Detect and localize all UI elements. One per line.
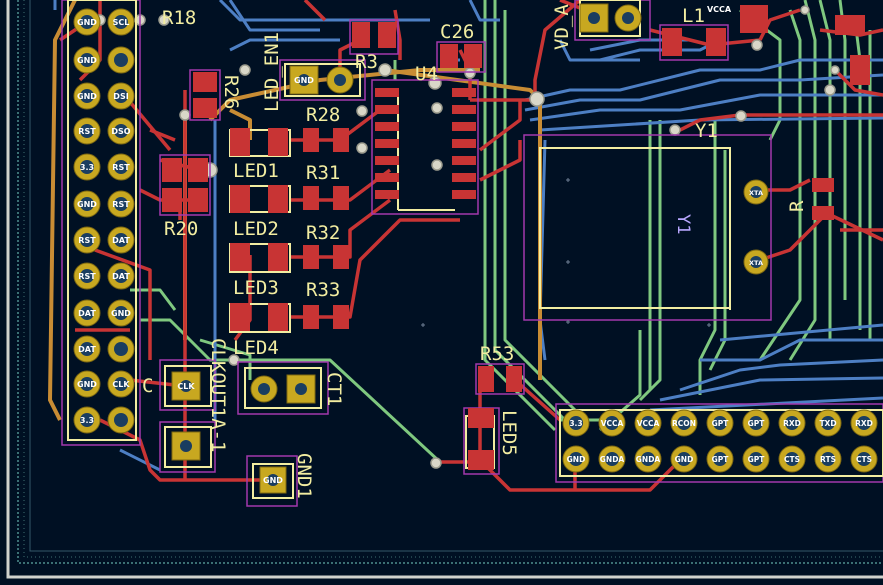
fab-y1: Y1	[673, 214, 693, 234]
courtyards	[61, 0, 883, 507]
fab-labels: Y1	[673, 214, 693, 234]
pin-label: GPT	[712, 455, 730, 464]
pin-label: TXD	[819, 419, 836, 428]
ref-led2: LED2	[233, 218, 279, 240]
ref-vd-a: VD_A	[551, 4, 573, 50]
pin-label: CTS	[856, 455, 872, 464]
ref-u4: U4	[415, 63, 438, 85]
ref-c26: C26	[440, 21, 474, 43]
pin-label: GND	[675, 455, 694, 464]
ref-r33: R33	[306, 279, 340, 301]
pin-label: RST	[78, 236, 96, 245]
pin-label: GND	[111, 309, 131, 318]
pad-labels-misc: GND CLK GND VCCA XTA XTA	[177, 5, 763, 485]
reference-designators: R18 R26 LED_EN1 C26 U4 R3 VD_A L1 R28 LE…	[142, 4, 808, 499]
grid-markers	[421, 178, 711, 327]
ref-led3: LED3	[233, 277, 279, 299]
tht-pad-holes-misc	[180, 12, 762, 486]
ref-led-en1: LED_EN1	[261, 32, 283, 112]
ref-r53: R53	[480, 343, 514, 365]
ref-r3: R3	[355, 51, 378, 73]
pin-label: DSO	[111, 127, 130, 136]
pin-label: GND	[263, 476, 283, 485]
pin-label: GPT	[748, 419, 766, 428]
pin-label: GND	[77, 18, 97, 27]
ref-l1: L1	[682, 5, 705, 27]
pin-label: XTA	[749, 189, 763, 197]
pin-label: GND	[77, 56, 97, 65]
pin-label: VCCA	[637, 419, 660, 428]
ref-r32: R32	[306, 222, 340, 244]
pin-label: GNDA	[636, 455, 661, 464]
pin-label: RCON	[672, 419, 696, 428]
pin-label: SCL	[113, 18, 130, 27]
pin-label: GNDA	[600, 455, 625, 464]
pin-label: CLK	[112, 380, 130, 389]
pad-labels-bottom: 3.3 VCCA VCCA RCON GPT GPT RXD TXD RXD G…	[567, 419, 873, 464]
pin-label: RST	[112, 200, 130, 209]
ref-led1: LED1	[233, 160, 279, 182]
pin-label: VCCA	[707, 5, 732, 14]
pin-label: CTS	[784, 455, 800, 464]
pin-label: GND	[77, 200, 97, 209]
pin-label: GND	[294, 76, 314, 85]
ref-led4: LED4	[233, 337, 279, 359]
pin-label: RXD	[855, 419, 873, 428]
ref-gnd1: GND1	[293, 453, 315, 499]
ref-r31: R31	[306, 162, 340, 184]
pin-label: RXD	[783, 419, 801, 428]
pin-label: GND	[77, 92, 97, 101]
ref-led5: LED5	[498, 410, 520, 456]
silkscreen-outlines	[67, 0, 883, 499]
ref-r26: R26	[220, 75, 242, 109]
tht-pad-holes-bottom	[569, 416, 871, 466]
pin-label: VCCA	[601, 419, 624, 428]
ref-y1: Y1	[695, 120, 718, 142]
pin-label: RST	[78, 127, 96, 136]
smd-pads	[162, 5, 870, 470]
pin-label: DAT	[78, 345, 96, 354]
pin-label: GND	[77, 380, 97, 389]
pin-label: DAT	[112, 236, 130, 245]
pin-label: RTS	[820, 455, 836, 464]
pin-label: 3.3	[80, 163, 94, 172]
pin-label: RST	[78, 272, 96, 281]
ref-clkout1a-1: CLKOUT1A-1	[207, 338, 229, 452]
tht-pads-bottom	[562, 409, 878, 473]
pin-label: GND	[567, 455, 586, 464]
pin-label: DAT	[112, 272, 130, 281]
pin-label: 3.3	[569, 419, 582, 428]
pad-labels-left: GND GND GND RST 3.3 GND RST RST DAT DAT …	[77, 18, 131, 425]
ref-c-left: C	[142, 375, 153, 397]
ref-r-right: R	[786, 200, 808, 212]
ref-r28: R28	[306, 104, 340, 126]
ref-ct1: CT1	[323, 372, 345, 406]
ref-r18: R18	[162, 7, 196, 29]
pin-label: GPT	[712, 419, 730, 428]
tht-pad-holes-left	[80, 15, 128, 427]
pin-label: DAT	[78, 309, 96, 318]
pin-label: DSI	[113, 92, 128, 101]
pin-label: 3.3	[80, 416, 94, 425]
pin-label: RST	[112, 163, 130, 172]
ref-r20: R20	[164, 218, 198, 240]
pin-label: CLK	[177, 382, 195, 391]
pin-label: XTA	[749, 259, 763, 267]
pin-label: GPT	[748, 455, 766, 464]
